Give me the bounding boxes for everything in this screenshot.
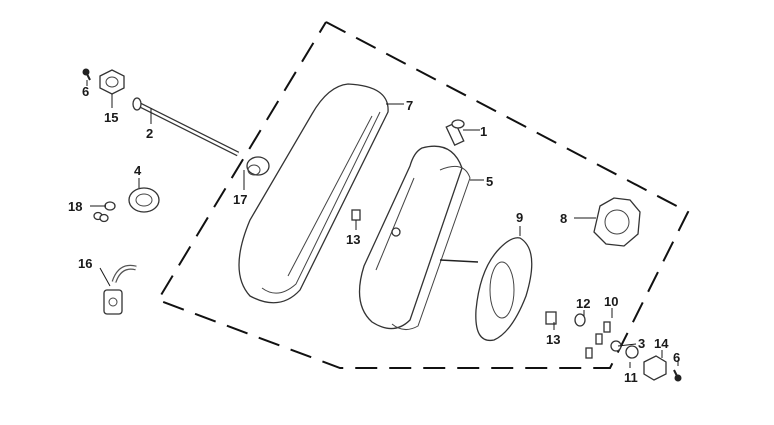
- callout-12: 12: [576, 296, 590, 311]
- leader-lines: [86, 80, 679, 368]
- hub-hardware: [545, 311, 667, 381]
- callout-labels: 1 2 3 4 5 6 6 7 8 9 10 11 12 13 13 14 15…: [68, 84, 680, 385]
- callout-14: 14: [654, 336, 669, 351]
- bolt-left: [82, 68, 91, 81]
- callout-9: 9: [516, 210, 523, 225]
- callout-6-right: 6: [673, 350, 680, 365]
- callout-15: 15: [104, 110, 118, 125]
- callout-13-upper: 13: [346, 232, 360, 247]
- axle-nut: [99, 69, 125, 95]
- spacer-collar: [246, 156, 270, 176]
- callout-18: 18: [68, 199, 82, 214]
- callout-10: 10: [604, 294, 618, 309]
- rim: [358, 145, 479, 330]
- bearing: [128, 187, 160, 213]
- callout-3: 3: [638, 336, 645, 351]
- assembly-boundary: [156, 21, 690, 369]
- sensor-ring: [593, 197, 641, 247]
- speed-sensor: [103, 264, 137, 315]
- callout-16: 16: [78, 256, 92, 271]
- valve-fasteners: [93, 201, 116, 223]
- callout-5: 5: [486, 174, 493, 189]
- spacer-upper: [351, 209, 361, 221]
- callout-13-lower: 13: [546, 332, 560, 347]
- tire-valve: [445, 119, 465, 147]
- callout-8: 8: [560, 211, 567, 226]
- callout-1: 1: [480, 124, 487, 139]
- callout-2: 2: [146, 126, 153, 141]
- callout-17: 17: [233, 192, 247, 207]
- callout-7: 7: [406, 98, 413, 113]
- axle: [132, 97, 240, 157]
- tyre: [238, 83, 389, 304]
- callout-4: 4: [134, 163, 142, 178]
- callout-6-left: 6: [82, 84, 89, 99]
- brake-disc: [475, 237, 533, 342]
- callout-11: 11: [624, 370, 638, 385]
- bolt-right: [673, 369, 682, 382]
